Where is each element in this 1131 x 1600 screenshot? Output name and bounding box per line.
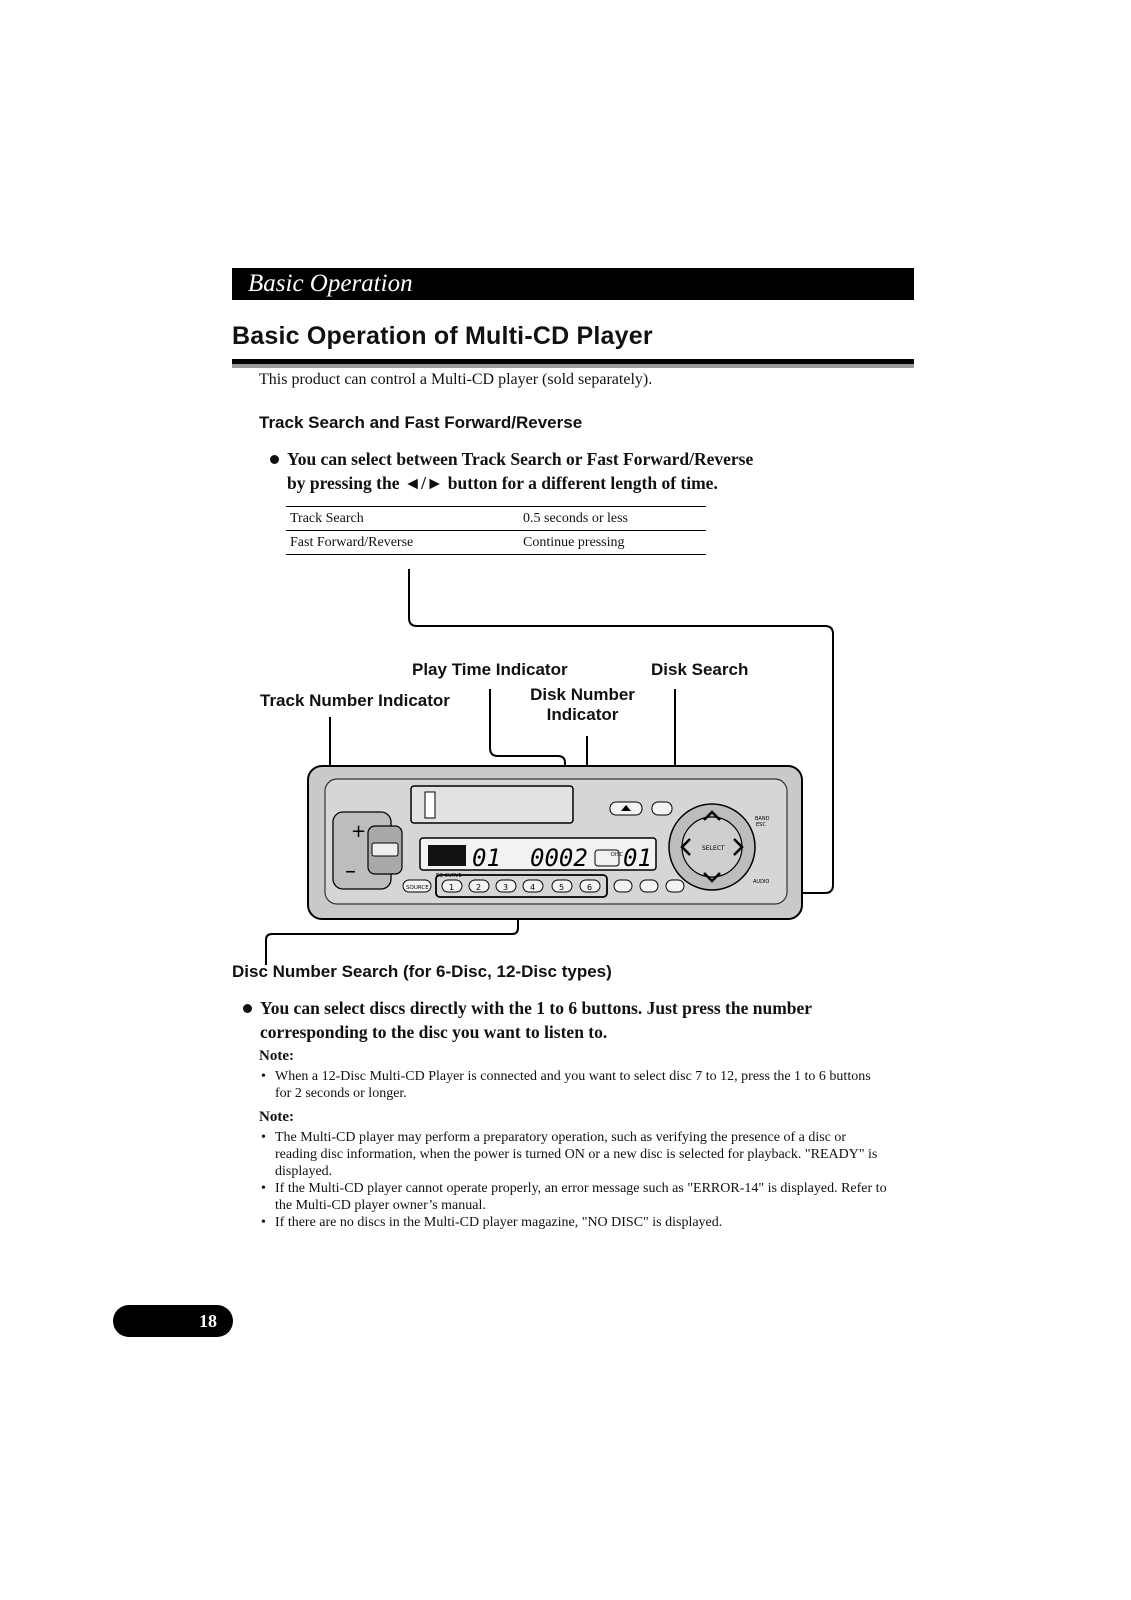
list-item: The Multi-CD player may perform a prepar… <box>259 1129 889 1180</box>
table-cell: Track Search <box>290 510 364 526</box>
preset-button-4 <box>522 879 544 893</box>
display-play-time: 0002 <box>530 844 588 872</box>
display-track-number: 01 <box>472 844 501 872</box>
intro-text: This product can control a Multi-CD play… <box>259 371 653 388</box>
disc-search-bullet-line2: corresponding to the disc you want to li… <box>260 1022 608 1042</box>
callout-disk-number-line2: Indicator <box>546 705 619 724</box>
volume-minus-icon: – <box>345 859 356 884</box>
table-cell: 0.5 seconds or less <box>523 510 628 526</box>
note-list: When a 12-Disc Multi-CD Player is connec… <box>259 1068 889 1102</box>
source-label: SOURCE <box>406 885 429 891</box>
title-rule <box>232 359 914 364</box>
chevron-down-icon <box>703 872 721 883</box>
list-item: If there are no discs in the Multi-CD pl… <box>259 1214 889 1231</box>
leader-line-disc-number-search <box>265 900 519 965</box>
preset-label-3: 3 <box>503 883 508 892</box>
extra-button-3 <box>665 879 685 893</box>
extra-button-1 <box>613 879 633 893</box>
table-cell: Continue pressing <box>523 534 625 550</box>
display-disc-number: 01 <box>623 844 652 872</box>
bullet-icon <box>270 455 279 464</box>
table-row: Track Search 0.5 seconds or less <box>286 506 706 531</box>
band-label: BAND <box>755 816 770 822</box>
eject-icon <box>621 805 631 811</box>
extra-button-2 <box>639 879 659 893</box>
section-header-title: Basic Operation <box>248 270 413 297</box>
cassette-flap <box>424 791 436 819</box>
list-item: If the Multi-CD player cannot operate pr… <box>259 1180 889 1214</box>
source-button <box>402 879 432 893</box>
preset-button-5 <box>551 879 573 893</box>
callout-play-time: Play Time Indicator <box>412 660 568 679</box>
cassette-slot <box>410 785 574 824</box>
callout-track-number: Track Number Indicator <box>260 691 450 710</box>
chevron-right-icon <box>733 838 744 856</box>
track-search-bullet: You can select between Track Search or F… <box>287 447 927 495</box>
disc-search-bullet: You can select discs directly with the 1… <box>260 996 910 1044</box>
page-number: 18 <box>199 1311 217 1331</box>
page-number-badge: 18 <box>113 1305 233 1337</box>
preset-label-1: 1 <box>449 883 454 892</box>
preset-label-2: 2 <box>476 883 481 892</box>
audio-label: AUDIO <box>753 879 769 885</box>
preset-button-3 <box>495 879 517 893</box>
leader-line-play-time <box>489 689 566 850</box>
section-header-bar: Basic Operation <box>232 268 914 300</box>
small-function-button <box>651 801 673 816</box>
preset-buttons: 1 2 3 4 5 6 <box>441 879 601 893</box>
page-title: Basic Operation of Multi-CD Player <box>232 322 653 350</box>
select-label: SELECT <box>702 845 725 852</box>
note-heading: Note: <box>259 1109 294 1125</box>
chevron-left-icon <box>680 838 691 856</box>
disc-label: DISC <box>611 852 623 858</box>
track-search-table: Track Search 0.5 seconds or less Fast Fo… <box>286 506 706 555</box>
preset-label-5: 5 <box>559 883 564 892</box>
preset-button-6 <box>579 879 601 893</box>
preset-highlight <box>435 874 608 898</box>
esc-label: ESC <box>756 822 766 828</box>
disc-icon <box>594 849 620 867</box>
callout-disk-number-line1: Disk Number <box>530 685 635 704</box>
preset-button-2 <box>468 879 490 893</box>
note-list: The Multi-CD player may perform a prepar… <box>259 1129 889 1231</box>
lcd-display <box>419 837 657 871</box>
list-item: When a 12-Disc Multi-CD Player is connec… <box>259 1068 889 1102</box>
bullet-icon <box>243 1004 252 1013</box>
title-rule-shade <box>232 364 914 368</box>
volume-knob-center <box>371 842 399 857</box>
volume-plus-icon: + <box>351 821 366 842</box>
table-row: Fast Forward/Reverse Continue pressing <box>286 530 706 555</box>
preset-label-4: 4 <box>530 883 535 892</box>
eq-curve-graphic <box>428 845 466 866</box>
notes-block: Note: When a 12-Disc Multi-CD Player is … <box>259 1048 889 1231</box>
callout-disk-search: Disk Search <box>651 660 749 679</box>
preset-button-1 <box>441 879 463 893</box>
table-cell: Fast Forward/Reverse <box>290 534 414 550</box>
track-search-bullet-line1: You can select between Track Search or F… <box>287 449 754 469</box>
eq-curve-label: EQ CURVE <box>436 873 462 879</box>
chevron-up-icon <box>703 810 721 821</box>
preset-label-6: 6 <box>587 883 592 892</box>
note-heading: Note: <box>259 1048 294 1064</box>
disc-search-heading: Disc Number Search (for 6-Disc, 12-Disc … <box>232 962 612 981</box>
track-search-bullet-line2: by pressing the ◄/► button for a differe… <box>287 473 718 493</box>
leader-line-track-search <box>408 569 834 894</box>
disc-search-bullet-line1: You can select discs directly with the 1… <box>260 998 813 1018</box>
callout-disk-number: Disk Number Indicator <box>525 685 640 725</box>
track-search-heading: Track Search and Fast Forward/Reverse <box>259 413 583 432</box>
